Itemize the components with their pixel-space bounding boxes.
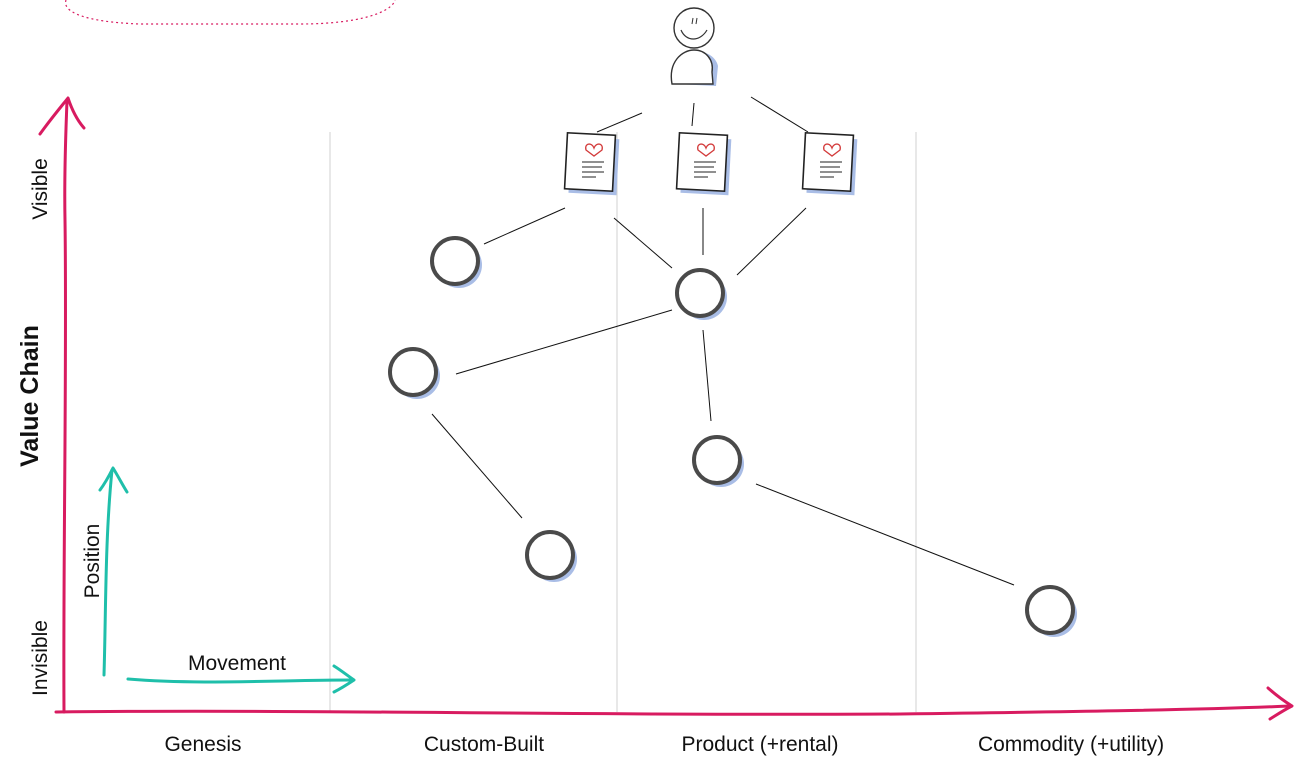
user-eyes <box>691 17 698 25</box>
link-comp-b-comp-d <box>702 329 712 422</box>
x-axis-arrowhead <box>1266 686 1294 721</box>
user-body-outline <box>670 49 714 85</box>
stage-gridlines <box>329 132 917 712</box>
heart-icon <box>697 143 715 157</box>
component-circle-icon[interactable] <box>692 435 744 487</box>
legend-movement-label: Movement <box>188 652 286 675</box>
heart-icon <box>823 143 841 157</box>
link-user-need-2 <box>691 102 695 127</box>
movement-arrowhead <box>332 664 356 694</box>
heart-icon <box>585 143 603 157</box>
connections <box>431 96 1015 586</box>
link-need1-comp-b <box>613 217 673 269</box>
x-axis <box>54 704 1292 716</box>
link-need3-comp-b <box>736 207 807 276</box>
user-smile <box>680 29 708 40</box>
movement-arrow <box>126 677 354 684</box>
need-document-icon[interactable] <box>801 131 858 196</box>
component-circle-icon[interactable] <box>388 347 440 399</box>
component-circle-icon[interactable] <box>1025 585 1077 637</box>
link-comp-c-comp-e <box>431 413 523 519</box>
axes <box>38 96 1294 721</box>
position-arrow <box>102 468 114 677</box>
link-user-need-1 <box>596 112 643 133</box>
legend-position-label: Position <box>81 524 104 599</box>
link-need1-comp-a <box>483 207 566 245</box>
user-icon[interactable] <box>670 7 718 86</box>
user-head <box>673 7 715 49</box>
position-arrowhead <box>98 466 129 494</box>
component-circle-icon[interactable] <box>525 530 577 582</box>
stage-custom-built: Custom-Built <box>424 733 544 756</box>
link-comp-b-comp-c <box>455 309 673 375</box>
component-circle-icon[interactable] <box>430 236 482 288</box>
stage-genesis: Genesis <box>164 733 241 756</box>
link-comp-d-comp-f <box>755 483 1015 586</box>
need-document-icon[interactable] <box>563 131 620 196</box>
cloud-outline <box>65 0 396 25</box>
need-document-icon[interactable] <box>675 131 732 196</box>
x-axis-stage-labels: Genesis Custom-Built Product (+rental) C… <box>164 733 1164 756</box>
link-user-need-3 <box>750 96 809 133</box>
y-axis <box>62 98 69 714</box>
stage-commodity: Commodity (+utility) <box>978 733 1164 756</box>
y-axis-arrowhead <box>38 96 86 136</box>
y-axis-bottom-label: Invisible <box>29 620 52 696</box>
stage-product: Product (+rental) <box>682 733 839 756</box>
legend <box>98 466 356 694</box>
y-axis-top-label: Visible <box>29 158 52 219</box>
components <box>388 236 1077 637</box>
component-circle-icon[interactable] <box>675 268 727 320</box>
y-axis-title: Value Chain <box>16 325 44 467</box>
